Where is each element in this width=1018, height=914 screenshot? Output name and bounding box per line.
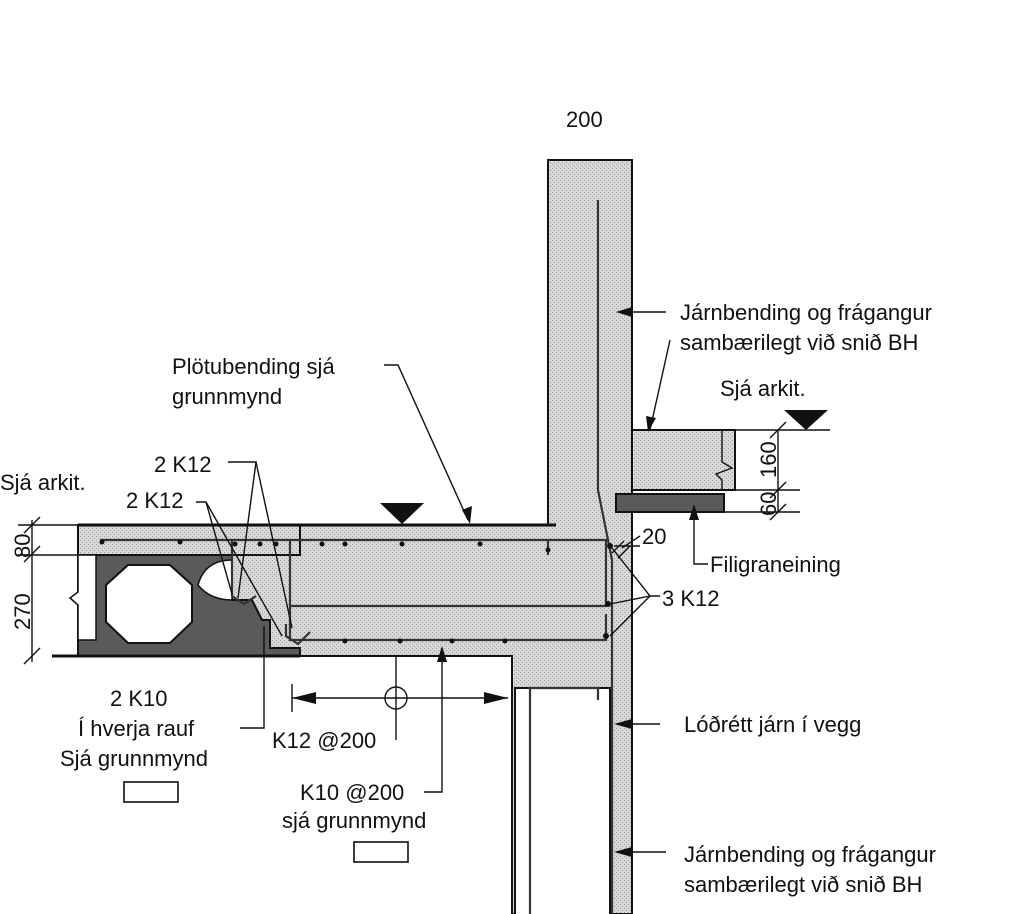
arkit-left-label: Sjá arkit. [0, 470, 86, 495]
upper-slab-stub [631, 429, 736, 491]
leader-lines [196, 307, 708, 857]
note-bottom-right-line2: sambærilegt við snið BH [684, 872, 922, 897]
filigran-element [615, 493, 725, 513]
slab-bottom-bar [288, 540, 608, 642]
dim-270-label: 270 [10, 593, 35, 630]
level-marker-slab [380, 503, 424, 524]
hook-bar-left [230, 540, 257, 606]
break-line [714, 430, 734, 490]
level-marker-upper [784, 410, 828, 430]
arkit-right-label: Sjá arkit. [720, 376, 806, 401]
dim-80-label: 80 [10, 534, 35, 558]
span-dimension [291, 656, 508, 740]
sja-grunnmynd-left-label: Sjá grunnmynd [60, 746, 208, 771]
legend-box-left [123, 781, 179, 803]
hook-bar-mid [284, 624, 311, 646]
plotubending-line1: Plötubending sjá [172, 354, 335, 379]
hollow-core-void [105, 564, 193, 644]
k10-200-label: K10 @200 [300, 780, 404, 805]
slab-top-bar [100, 538, 608, 608]
bar-2k10-label: 2 K10 [110, 686, 168, 711]
note-top-right-line1: Járnbending og frágangur [680, 300, 932, 325]
legend-box-mid [353, 841, 409, 863]
k12-200-label: K12 @200 [272, 728, 376, 753]
plotubending-line2: grunnmynd [172, 384, 282, 409]
bar-2k12-a-label: 2 K12 [154, 452, 212, 477]
dim-160-label: 160 [756, 441, 781, 478]
left-break-line [68, 554, 97, 641]
wall-vertical-bar [596, 200, 614, 914]
left-dimension [18, 516, 78, 665]
note-bottom-right-line1: Járnbending og frágangur [684, 842, 936, 867]
lodrett-label: Lóðrétt járn í vegg [684, 712, 861, 737]
bar-2k12-b-label: 2 K12 [126, 488, 184, 513]
rebar-dots [99, 539, 613, 644]
right-dimension [724, 421, 800, 521]
lower-wall-bar [528, 686, 600, 914]
sja-grunnmynd-mid-label: sjá grunnmynd [282, 808, 426, 833]
bars-3k12-label: 3 K12 [662, 586, 720, 611]
filigran-label: Filigraneining [710, 552, 841, 577]
hverja-rauf-label: Í hverja rauf [78, 716, 195, 741]
dim-60-label: 60 [756, 492, 781, 516]
top-dim-label: 200 [566, 107, 603, 132]
dim-20-label: 20 [642, 524, 666, 549]
note-top-right-line2: sambærilegt við snið BH [680, 330, 918, 355]
